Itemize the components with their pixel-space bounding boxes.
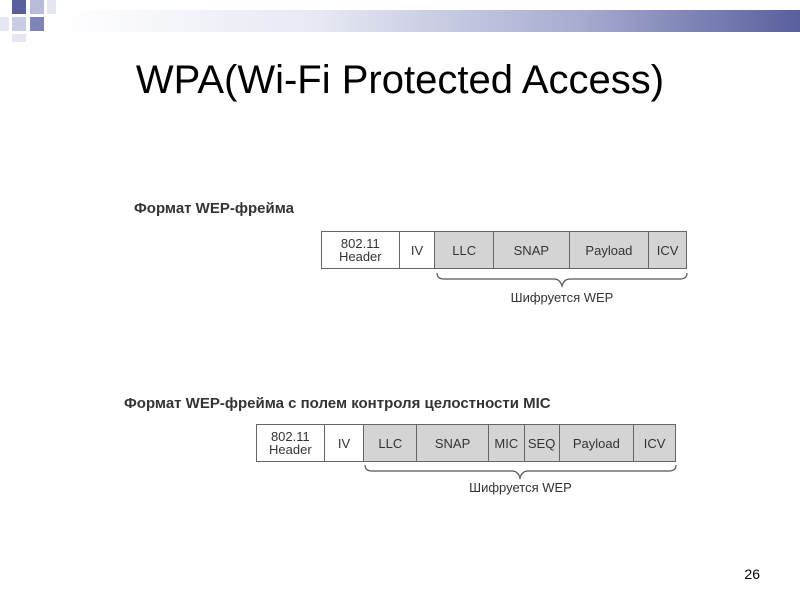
frame-field-llc: LLC bbox=[435, 232, 495, 268]
slide-title: WPA(Wi-Fi Protected Access) bbox=[135, 58, 665, 102]
header-gradient-band bbox=[60, 10, 800, 32]
page-number: 26 bbox=[744, 566, 760, 582]
frame-field-seq: SEQ bbox=[524, 425, 560, 461]
frame-field-payload: Payload bbox=[559, 425, 635, 461]
frame-field-icv: ICV bbox=[634, 425, 675, 461]
frame-field-iv: IV bbox=[400, 232, 436, 268]
diagram2-caption: Формат WEP-фрейма с полем контроля целос… bbox=[124, 395, 551, 412]
frame-field-snap: SNAP bbox=[494, 232, 570, 268]
decor-square bbox=[12, 34, 26, 42]
encrypted-range-brace bbox=[436, 272, 688, 288]
frame-field-iv: IV bbox=[325, 425, 365, 461]
decor-square bbox=[30, 0, 44, 14]
frame-field-llc: LLC bbox=[364, 425, 418, 461]
decor-square bbox=[12, 0, 26, 14]
decor-square bbox=[30, 17, 44, 31]
frame-field-mic: MIC bbox=[488, 425, 525, 461]
encrypted-range-brace bbox=[364, 464, 677, 480]
frame-field-snap: SNAP bbox=[417, 425, 489, 461]
decor-square bbox=[12, 17, 26, 31]
decor-square bbox=[47, 0, 56, 14]
frame-field-icv: ICV bbox=[649, 232, 686, 268]
frame-field-payload: Payload bbox=[569, 232, 650, 268]
diagram1-caption: Формат WEP-фрейма bbox=[134, 200, 294, 217]
diagram1-brace-label: Шифруется WEP bbox=[510, 290, 614, 305]
diagram2-brace-label: Шифруется WEP bbox=[469, 480, 572, 495]
decor-square bbox=[0, 17, 9, 31]
